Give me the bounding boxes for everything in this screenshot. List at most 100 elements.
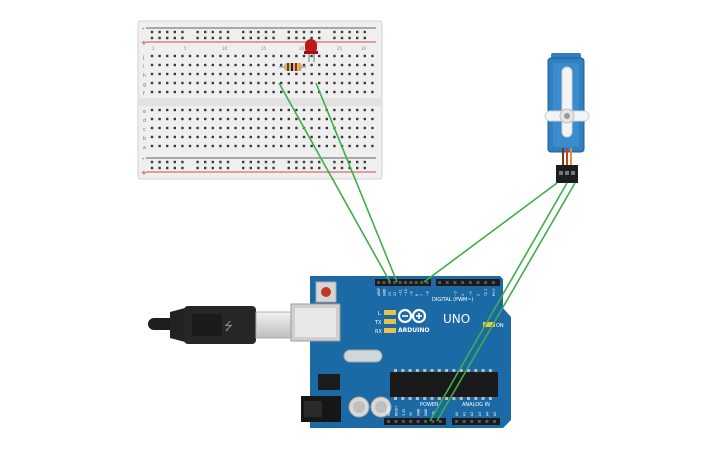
chip-pin	[481, 397, 485, 400]
wire-servo-gnd[interactable]	[436, 182, 576, 422]
wire-breadboard-to-gnd[interactable]	[278, 82, 391, 283]
header-hole[interactable]	[484, 281, 488, 284]
breadboard-hole	[204, 144, 207, 148]
header-hole[interactable]	[377, 281, 380, 284]
rail-hole	[310, 160, 313, 164]
breadboard-hole	[226, 81, 230, 85]
breadboard-hole	[249, 117, 252, 121]
led-rim	[304, 51, 318, 54]
rail-hole	[173, 166, 176, 170]
header-hole[interactable]	[438, 420, 442, 423]
rail-hole	[318, 30, 321, 34]
header-hole[interactable]	[455, 420, 458, 423]
breadboard-holes	[150, 30, 374, 170]
breadboard-hole	[302, 135, 306, 139]
header-hole[interactable]	[387, 281, 391, 284]
header-hole[interactable]	[445, 281, 449, 284]
rail-hole	[363, 30, 366, 34]
breadboard-hole	[371, 126, 374, 130]
breadboard-hole	[249, 144, 252, 148]
header-hole[interactable]	[414, 281, 418, 284]
header-hole[interactable]	[431, 420, 435, 423]
resistor[interactable]	[279, 63, 306, 71]
header-hole[interactable]	[393, 281, 397, 284]
header-hole[interactable]	[394, 420, 398, 423]
wire-servo-5v[interactable]	[429, 182, 568, 422]
header-hole[interactable]	[398, 281, 402, 284]
rail-hole	[272, 36, 275, 40]
header-hole[interactable]	[387, 420, 390, 423]
rail-hole	[264, 160, 268, 164]
pin-label: A2	[470, 412, 474, 416]
header-hole[interactable]	[438, 281, 441, 284]
header-hole[interactable]	[477, 420, 481, 423]
servo-motor[interactable]	[544, 53, 590, 183]
rail-hole	[173, 160, 176, 164]
breadboard-hole	[272, 126, 275, 130]
header-hole[interactable]	[485, 420, 489, 423]
breadboard-hole	[242, 144, 245, 148]
header-hole[interactable]	[461, 281, 465, 284]
breadboard-hole	[310, 63, 313, 67]
header-hole[interactable]	[425, 281, 429, 284]
breadboard-hole	[356, 108, 359, 112]
breadboard-hole	[188, 108, 192, 112]
breadboard-hole	[158, 126, 161, 130]
breadboard-hole	[280, 108, 283, 112]
led[interactable]	[304, 39, 318, 62]
led-label-l: L	[378, 311, 381, 317]
breadboard-hole	[287, 54, 290, 58]
header-hole[interactable]	[416, 420, 420, 423]
header-hole[interactable]	[424, 420, 427, 423]
breadboard-hole	[242, 126, 245, 130]
breadboard-hole	[219, 117, 222, 121]
header-hole[interactable]	[409, 420, 413, 423]
pin-label: 2	[477, 294, 481, 296]
breadboard-hole	[257, 72, 260, 76]
breadboard-hole	[204, 72, 207, 76]
breadboard-hole	[211, 117, 214, 121]
header-hole[interactable]	[453, 281, 457, 284]
breadboard-hole	[181, 126, 184, 130]
breadboard-hole	[356, 144, 359, 148]
usb-cable[interactable]: ⭍	[148, 306, 293, 344]
header-hole[interactable]	[382, 281, 386, 284]
breadboard-hole	[196, 117, 199, 121]
header-hole[interactable]	[493, 420, 496, 423]
breadboard-hole	[158, 144, 161, 148]
breadboard-hole	[166, 72, 169, 76]
rail-hole	[348, 160, 351, 164]
breadboard-hole	[242, 108, 245, 112]
rail-hole	[219, 30, 222, 34]
rail-hole	[196, 36, 199, 40]
chip-pin	[437, 397, 441, 400]
header-hole[interactable]	[401, 420, 405, 423]
breadboard-hole	[333, 81, 336, 85]
header-hole[interactable]	[409, 281, 413, 284]
header-hole[interactable]	[491, 281, 495, 284]
rail-hole	[204, 30, 207, 34]
header-hole[interactable]	[476, 281, 480, 284]
rail-hole	[363, 36, 366, 40]
pin-label: ~10	[404, 289, 408, 296]
header-hole[interactable]	[404, 281, 407, 284]
row-letter-a: a	[143, 145, 146, 151]
breadboard-hole	[371, 81, 374, 85]
header-hole[interactable]	[470, 420, 474, 423]
header-hole[interactable]	[468, 281, 472, 284]
wire-servo-signal[interactable]	[423, 182, 558, 283]
breadboard-hole	[371, 144, 374, 148]
breadboard-hole	[196, 108, 199, 112]
breadboard-hole	[173, 126, 176, 130]
header-hole[interactable]	[420, 281, 424, 284]
breadboard-hole	[348, 108, 351, 112]
rail-hole	[363, 166, 366, 170]
breadboard-hole	[257, 90, 260, 94]
breadboard-hole	[363, 126, 366, 130]
wire-breadboard-to-pin13[interactable]	[315, 82, 398, 283]
breadboard-hole	[158, 108, 161, 112]
breadboard-hole	[196, 54, 199, 58]
breadboard-hole	[181, 72, 184, 76]
header-hole[interactable]	[462, 420, 466, 423]
